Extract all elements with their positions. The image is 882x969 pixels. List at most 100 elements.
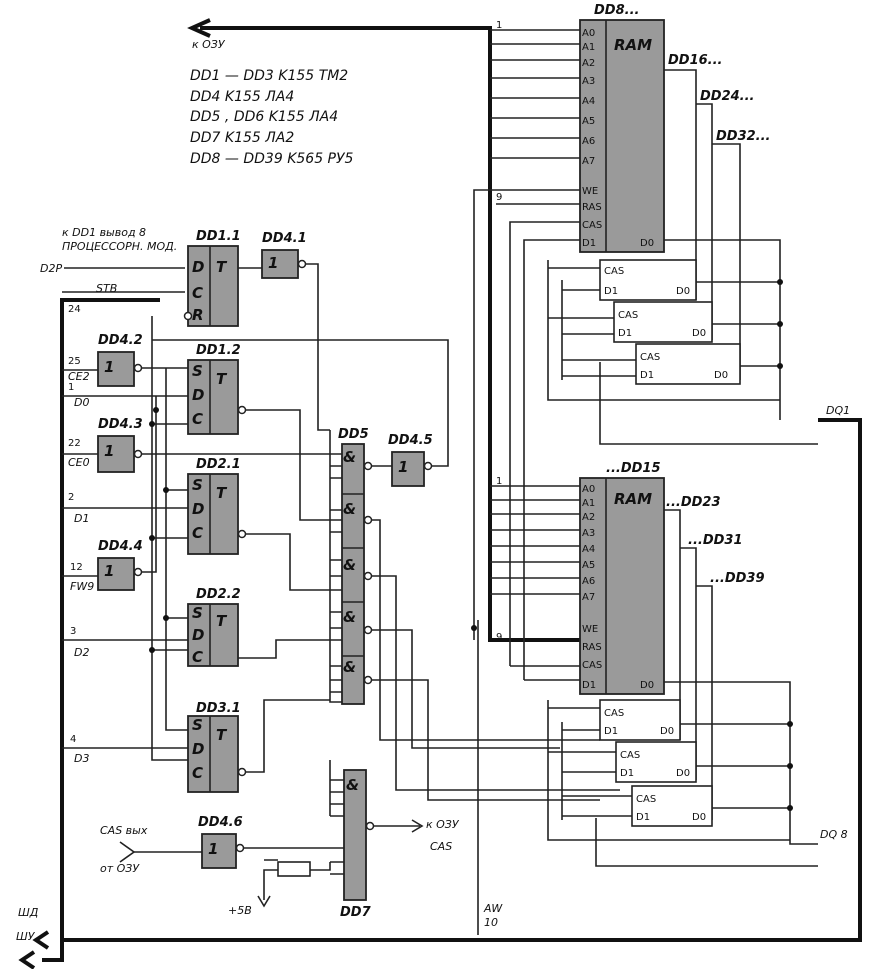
dd1-2-pin-s: S: [192, 362, 203, 380]
ram-dd16-stack: DD16... DD24... DD32... CAS D1 D0 CAS D1…: [547, 53, 818, 445]
dd8-a4: A4: [582, 96, 595, 107]
n12-label: 12: [70, 562, 83, 573]
n22-label: 22: [68, 438, 81, 449]
dd1-2-name: DD1.2: [196, 343, 241, 358]
bus-pin-1: 1: [496, 20, 502, 31]
dd31-name: ...DD31: [688, 533, 743, 548]
dd16-name: DD16...: [668, 53, 723, 68]
dd8-a3: A3: [582, 76, 595, 87]
shu-label: ШУ: [16, 930, 36, 943]
dd31-d0: D0: [676, 768, 690, 779]
dd4-3-func: 1: [104, 442, 114, 460]
dd8-a5: A5: [582, 116, 595, 127]
n4-label: 4: [70, 734, 76, 745]
dd15-cas: CAS: [582, 660, 602, 671]
dd3-1-func: T: [216, 726, 228, 744]
dd8-name: DD8...: [594, 3, 639, 18]
dd1-1-pin-c: C: [192, 284, 203, 302]
dd8-func: RAM: [614, 36, 652, 54]
dd32-d1: D1: [640, 370, 654, 381]
cas-out-label: CAS вых: [100, 824, 148, 837]
dd15-a6: A6: [582, 576, 595, 587]
legend: DD1 — DD3 K155 TM2 DD4 K155 ЛА4 DD5 , DD…: [190, 68, 354, 167]
ce0-label: CE0: [68, 456, 90, 469]
dd8-d0: D0: [640, 238, 654, 249]
chip-dd4-1: DD4.1 1: [261, 231, 330, 431]
n24-label: 24: [68, 304, 81, 315]
ram-dd23-stack: ...DD23 ...DD31 ...DD39 CAS D1 D0 CAS D1…: [547, 495, 818, 867]
note-dd1: к DD1 вывод 8: [62, 226, 146, 239]
d2p-label: D2P: [40, 262, 62, 275]
d1-label: D1: [74, 512, 89, 525]
dd16-d0: D0: [676, 286, 690, 297]
chip-dd2-1: DD2.1 S D C T: [187, 457, 330, 591]
dd1-2-pin-c: C: [192, 410, 203, 428]
chip-dd4-3: DD4.3 1: [97, 417, 330, 473]
legend-line-5: DD8 — DD39 K565 РУ5: [190, 151, 354, 167]
dd15-a4: A4: [582, 544, 595, 555]
dd2-1-pin-d: D: [192, 500, 204, 518]
dd23-d1: D1: [604, 726, 618, 737]
dd4-1-name: DD4.1: [262, 231, 307, 246]
chip-dd7: & DD7 к ОЗУ CAS +5В: [228, 760, 460, 920]
dd1-2-pin-d: D: [192, 386, 204, 404]
dd23-name: ...DD23: [666, 495, 721, 510]
dd5-name: DD5: [338, 427, 369, 442]
dd31-cas: CAS: [620, 750, 640, 761]
dd3-1-pin-c: C: [192, 764, 203, 782]
dd5-func-5: &: [343, 658, 356, 676]
chip-dd4-4: DD4.4 1: [97, 396, 157, 591]
chip-dd4-5: DD4.5 1: [152, 339, 449, 487]
dd4-3-name: DD4.3: [98, 417, 143, 432]
aw-label: AW: [483, 902, 503, 915]
chip-dd4-2: DD4.2 1: [97, 333, 188, 387]
dd15-func: RAM: [614, 490, 652, 508]
dd15-a2: A2: [582, 512, 595, 523]
legend-line-4: DD7 K155 ЛА2: [190, 130, 294, 146]
dd3-1-pin-s: S: [192, 716, 203, 734]
n10-label: 10: [484, 916, 498, 929]
bus-pin-9b: 9: [496, 632, 502, 643]
dd24-name: DD24...: [700, 89, 755, 104]
bottom-buses: ШД ШУ DQ1 DQ 8 AW 10: [16, 298, 862, 969]
ram-dd8: DD8... RAM A0 A1 A2 A3 A4 A5 A6 A7 WE RA…: [579, 3, 781, 420]
dd31-d1: D1: [620, 768, 634, 779]
legend-line-3: DD5 , DD6 K155 ЛА4: [190, 109, 338, 125]
dd5-func-2: &: [343, 500, 356, 518]
dd8-d1: D1: [582, 238, 596, 249]
dd39-name: ...DD39: [710, 571, 765, 586]
dd15-a1: A1: [582, 498, 595, 509]
dd2-2-name: DD2.2: [196, 587, 241, 602]
ce2-label: CE2: [68, 370, 90, 383]
top-bus-label: к ОЗУ: [192, 38, 226, 51]
dd2-1-pin-s: S: [192, 476, 203, 494]
n25-label: 25: [68, 356, 81, 367]
dd15-we: WE: [582, 624, 598, 635]
dd4-4-name: DD4.4: [98, 539, 143, 554]
dd4-4-func: 1: [104, 562, 114, 580]
dd24-d1: D1: [618, 328, 632, 339]
dd7-func: &: [346, 776, 359, 794]
dd3-1-name: DD3.1: [196, 701, 241, 716]
dd23-cas: CAS: [604, 708, 624, 719]
n2-label: 2: [68, 492, 74, 503]
dd24-d0: D0: [692, 328, 706, 339]
dd3-1-pin-d: D: [192, 740, 204, 758]
dd1-1-name: DD1.1: [196, 229, 241, 244]
dd8-a0: A0: [582, 28, 595, 39]
dd5-func-3: &: [343, 556, 356, 574]
dd4-5-name: DD4.5: [388, 433, 433, 448]
note-proc: ПРОЦЕССОРН. МОД.: [62, 240, 177, 253]
dd32-cas: CAS: [640, 352, 660, 363]
dd15-d0: D0: [640, 680, 654, 691]
dd32-d0: D0: [714, 370, 728, 381]
dd8-a2: A2: [582, 58, 595, 69]
dq1-label: DQ1: [826, 404, 850, 417]
dd8-ras: RAS: [582, 202, 602, 213]
dd7-name: DD7: [340, 905, 372, 920]
fw9-label: FW9: [70, 580, 94, 593]
dd8-cas: CAS: [582, 220, 602, 231]
bus-pin-9: 9: [496, 192, 502, 203]
from-ram-label: от ОЗУ: [100, 862, 140, 875]
bus-pin-1b: 1: [496, 476, 502, 487]
